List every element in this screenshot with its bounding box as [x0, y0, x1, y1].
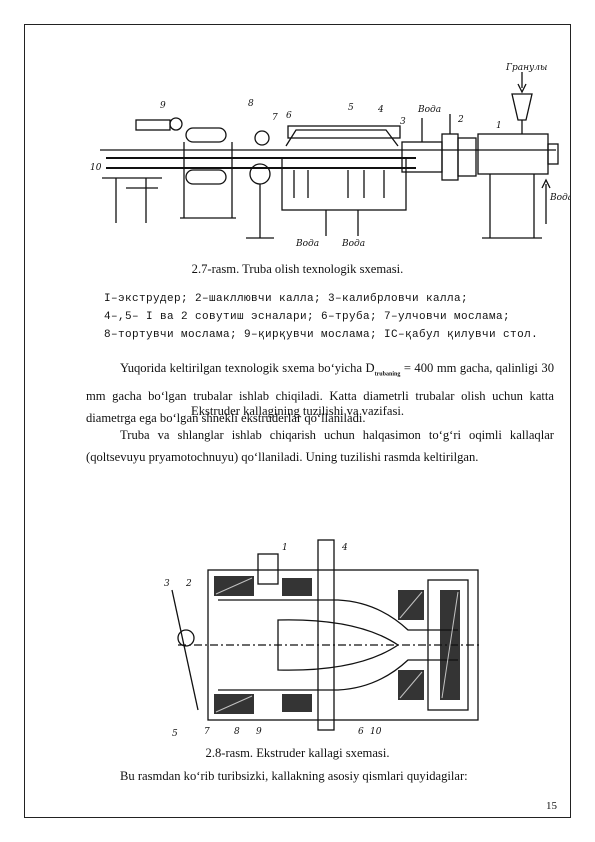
head-label-2: 2	[185, 579, 192, 589]
legend-line-2: 4–,5– I ва 2 совутиш эсналари; 6–труба; …	[104, 311, 511, 323]
label-water-right: Вода	[549, 193, 570, 203]
paragraph-2: Truba va shlanglar ishlab chiqarish uchu…	[86, 428, 554, 464]
pipe-production-line-diagram: Гранулы Вода Вода Вода Вода 1 2 3 4 5 6 …	[90, 63, 570, 249]
label-4: 4	[377, 105, 384, 115]
label-7: 7	[272, 113, 278, 123]
label-9: 9	[160, 101, 166, 111]
legend-line-3: 8–тортувчи мослама; 9–қирқувчи мослама; …	[104, 329, 539, 341]
label-3: 3	[400, 117, 406, 127]
label-5: 5	[348, 103, 354, 113]
label-6: 6	[286, 111, 292, 121]
head-label-10: 10	[370, 727, 382, 737]
head-label-5: 5	[172, 729, 178, 739]
page-number: 15	[546, 800, 557, 812]
legend-line-1: I–экструдер; 2–шакллювчи калла; 3–калибр…	[104, 293, 469, 305]
paragraph-1-subscript: trubaning	[374, 371, 401, 378]
head-label-9: 9	[256, 727, 262, 737]
head-label-4: 4	[341, 543, 348, 553]
figure-2-caption: 2.8-rasm. Ekstruder kallagi sxemasi.	[205, 746, 390, 760]
paragraph-1: Yuqorida keltirilgan texnologik sxema bo…	[86, 358, 554, 429]
label-8: 8	[248, 99, 254, 109]
head-label-7: 7	[204, 727, 210, 737]
head-label-6: 6	[358, 727, 364, 737]
label-water-bottom-1: Вода	[295, 239, 319, 249]
head-label-1: 1	[282, 543, 288, 553]
section-heading: Ekstruder kallagining tuzilishi va vazif…	[191, 404, 404, 418]
page-border	[24, 24, 571, 818]
label-10: 10	[90, 163, 102, 173]
head-label-8: 8	[234, 727, 240, 737]
extruder-head-diagram: 1 2 3 4 5 6 7 8 9 10	[164, 539, 482, 739]
label-1: 1	[496, 121, 502, 131]
head-label-3: 3	[164, 579, 170, 589]
label-granule: Гранулы	[505, 63, 547, 73]
paragraph-3: Bu rasmdan ko‘rib turibsizki, kallakning…	[120, 769, 468, 783]
label-water-bottom-2: Вода	[341, 239, 365, 249]
label-water-top: Вода	[417, 105, 441, 115]
paragraph-1-before: Yuqorida keltirilgan texnologik sxema bo…	[120, 361, 375, 375]
label-2: 2	[457, 115, 464, 125]
figure-1-caption: 2.7-rasm. Truba olish texnologik sxemasi…	[191, 262, 404, 276]
paragraph-1-after: = 400 mm gacha, qalinligi 30 mm gacha bo…	[86, 361, 554, 425]
